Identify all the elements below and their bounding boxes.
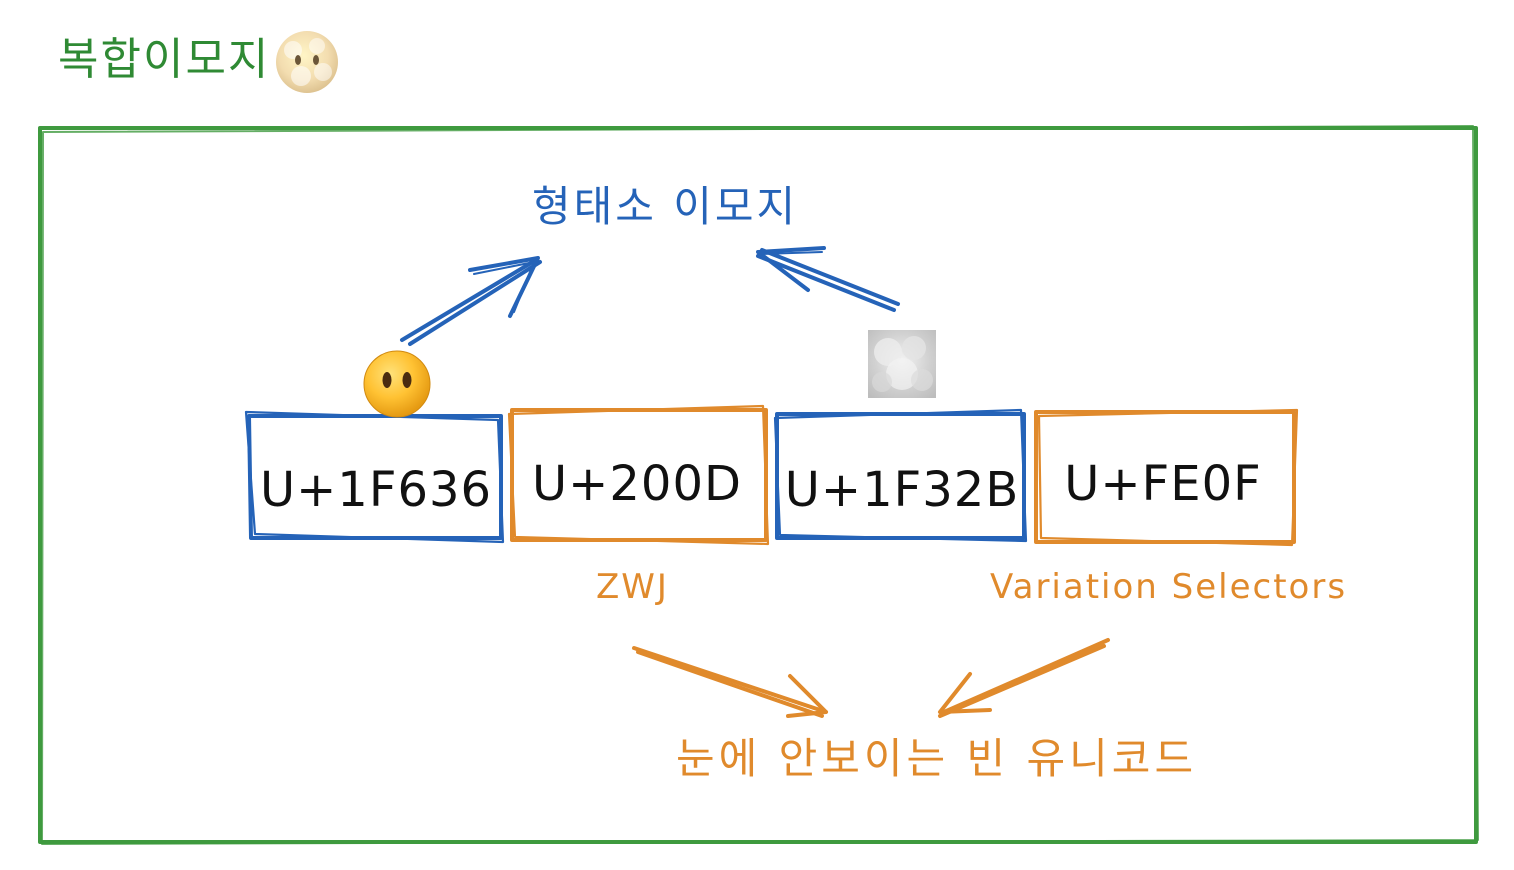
codepoint-label-3: U+1F32B	[784, 462, 1020, 518]
codepoint-box-3	[773, 408, 1028, 543]
zwj-note: ZWJ	[596, 567, 669, 607]
page-title: 복합이모지	[58, 34, 271, 85]
invisible-unicode-label: 눈에 안보이는 빈 유니코드	[676, 734, 1198, 783]
arrow-vs-to-bottom	[938, 638, 1110, 718]
codepoint-label-1: U+1F636	[259, 462, 493, 518]
face-without-mouth-icon	[363, 350, 431, 418]
morpheme-emoji-label: 형태소 이모지	[532, 182, 799, 231]
face-in-clouds-icon	[276, 31, 338, 93]
arrow-face-to-label	[400, 256, 542, 346]
fog-icon	[868, 330, 936, 398]
codepoint-label-2: U+200D	[532, 456, 742, 512]
outer-frame	[38, 125, 1479, 845]
variation-selectors-note: Variation Selectors	[990, 567, 1348, 607]
arrow-zwj-to-bottom	[632, 646, 828, 718]
codepoint-box-1	[244, 410, 505, 544]
codepoint-label-4: U+FE0F	[1064, 456, 1262, 512]
codepoint-box-2	[507, 404, 770, 546]
codepoint-box-4	[1034, 408, 1299, 547]
arrow-fog-to-label	[756, 246, 900, 312]
